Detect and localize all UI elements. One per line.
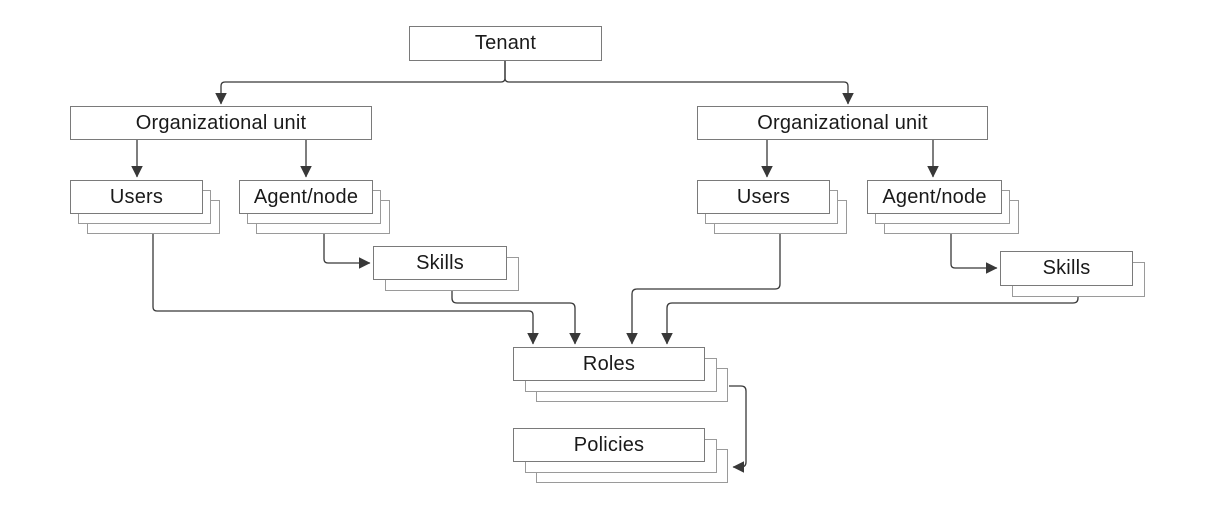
node-users-left-label: Users bbox=[109, 185, 164, 208]
node-skills-right: Skills bbox=[1000, 251, 1145, 297]
edge-users-right-to-roles bbox=[626, 234, 781, 345]
edge-skills-left-to-roles bbox=[451, 291, 581, 345]
node-users-left: Users bbox=[70, 180, 220, 234]
node-agent-node-right-box: Agent/node bbox=[867, 180, 1002, 214]
node-users-left-box: Users bbox=[70, 180, 203, 214]
node-agent-node-right: Agent/node bbox=[867, 180, 1019, 234]
edge-skills-right-to-roles bbox=[661, 297, 1079, 345]
node-agent-node-right-label: Agent/node bbox=[882, 185, 987, 208]
node-users-right-box: Users bbox=[697, 180, 830, 214]
node-tenant-label: Tenant bbox=[474, 32, 537, 54]
node-org-unit-right: Organizational unit bbox=[697, 106, 988, 140]
node-org-unit-right-label: Organizational unit bbox=[757, 111, 928, 134]
node-agent-node-left: Agent/node bbox=[239, 180, 390, 234]
edge-agent-node-left-to-skills-left bbox=[323, 234, 371, 269]
node-skills-right-box: Skills bbox=[1000, 251, 1133, 286]
node-policies-label: Policies bbox=[573, 433, 645, 456]
node-roles-box: Roles bbox=[513, 347, 705, 381]
edge-tenant-to-org-unit-right bbox=[504, 61, 854, 105]
node-users-right-label: Users bbox=[736, 185, 791, 208]
node-users-right: Users bbox=[697, 180, 847, 234]
node-agent-node-left-label: Agent/node bbox=[253, 185, 359, 208]
edge-tenant-to-org-unit-left bbox=[215, 61, 506, 105]
node-skills-left: Skills bbox=[373, 246, 519, 291]
node-roles: Roles bbox=[513, 347, 728, 402]
node-agent-node-left-box: Agent/node bbox=[239, 180, 373, 214]
edge-agent-node-right-to-skills-right bbox=[950, 234, 998, 274]
node-skills-left-label: Skills bbox=[416, 251, 464, 274]
node-skills-right-label: Skills bbox=[1042, 257, 1091, 279]
node-tenant: Tenant bbox=[409, 26, 602, 61]
node-org-unit-left-label: Organizational unit bbox=[135, 111, 307, 134]
node-policies: Policies bbox=[513, 428, 728, 483]
node-roles-label: Roles bbox=[582, 352, 636, 375]
node-skills-left-box: Skills bbox=[373, 246, 507, 280]
edge-roles-to-policies bbox=[729, 385, 747, 473]
node-org-unit-left: Organizational unit bbox=[70, 106, 372, 140]
node-policies-box: Policies bbox=[513, 428, 705, 462]
